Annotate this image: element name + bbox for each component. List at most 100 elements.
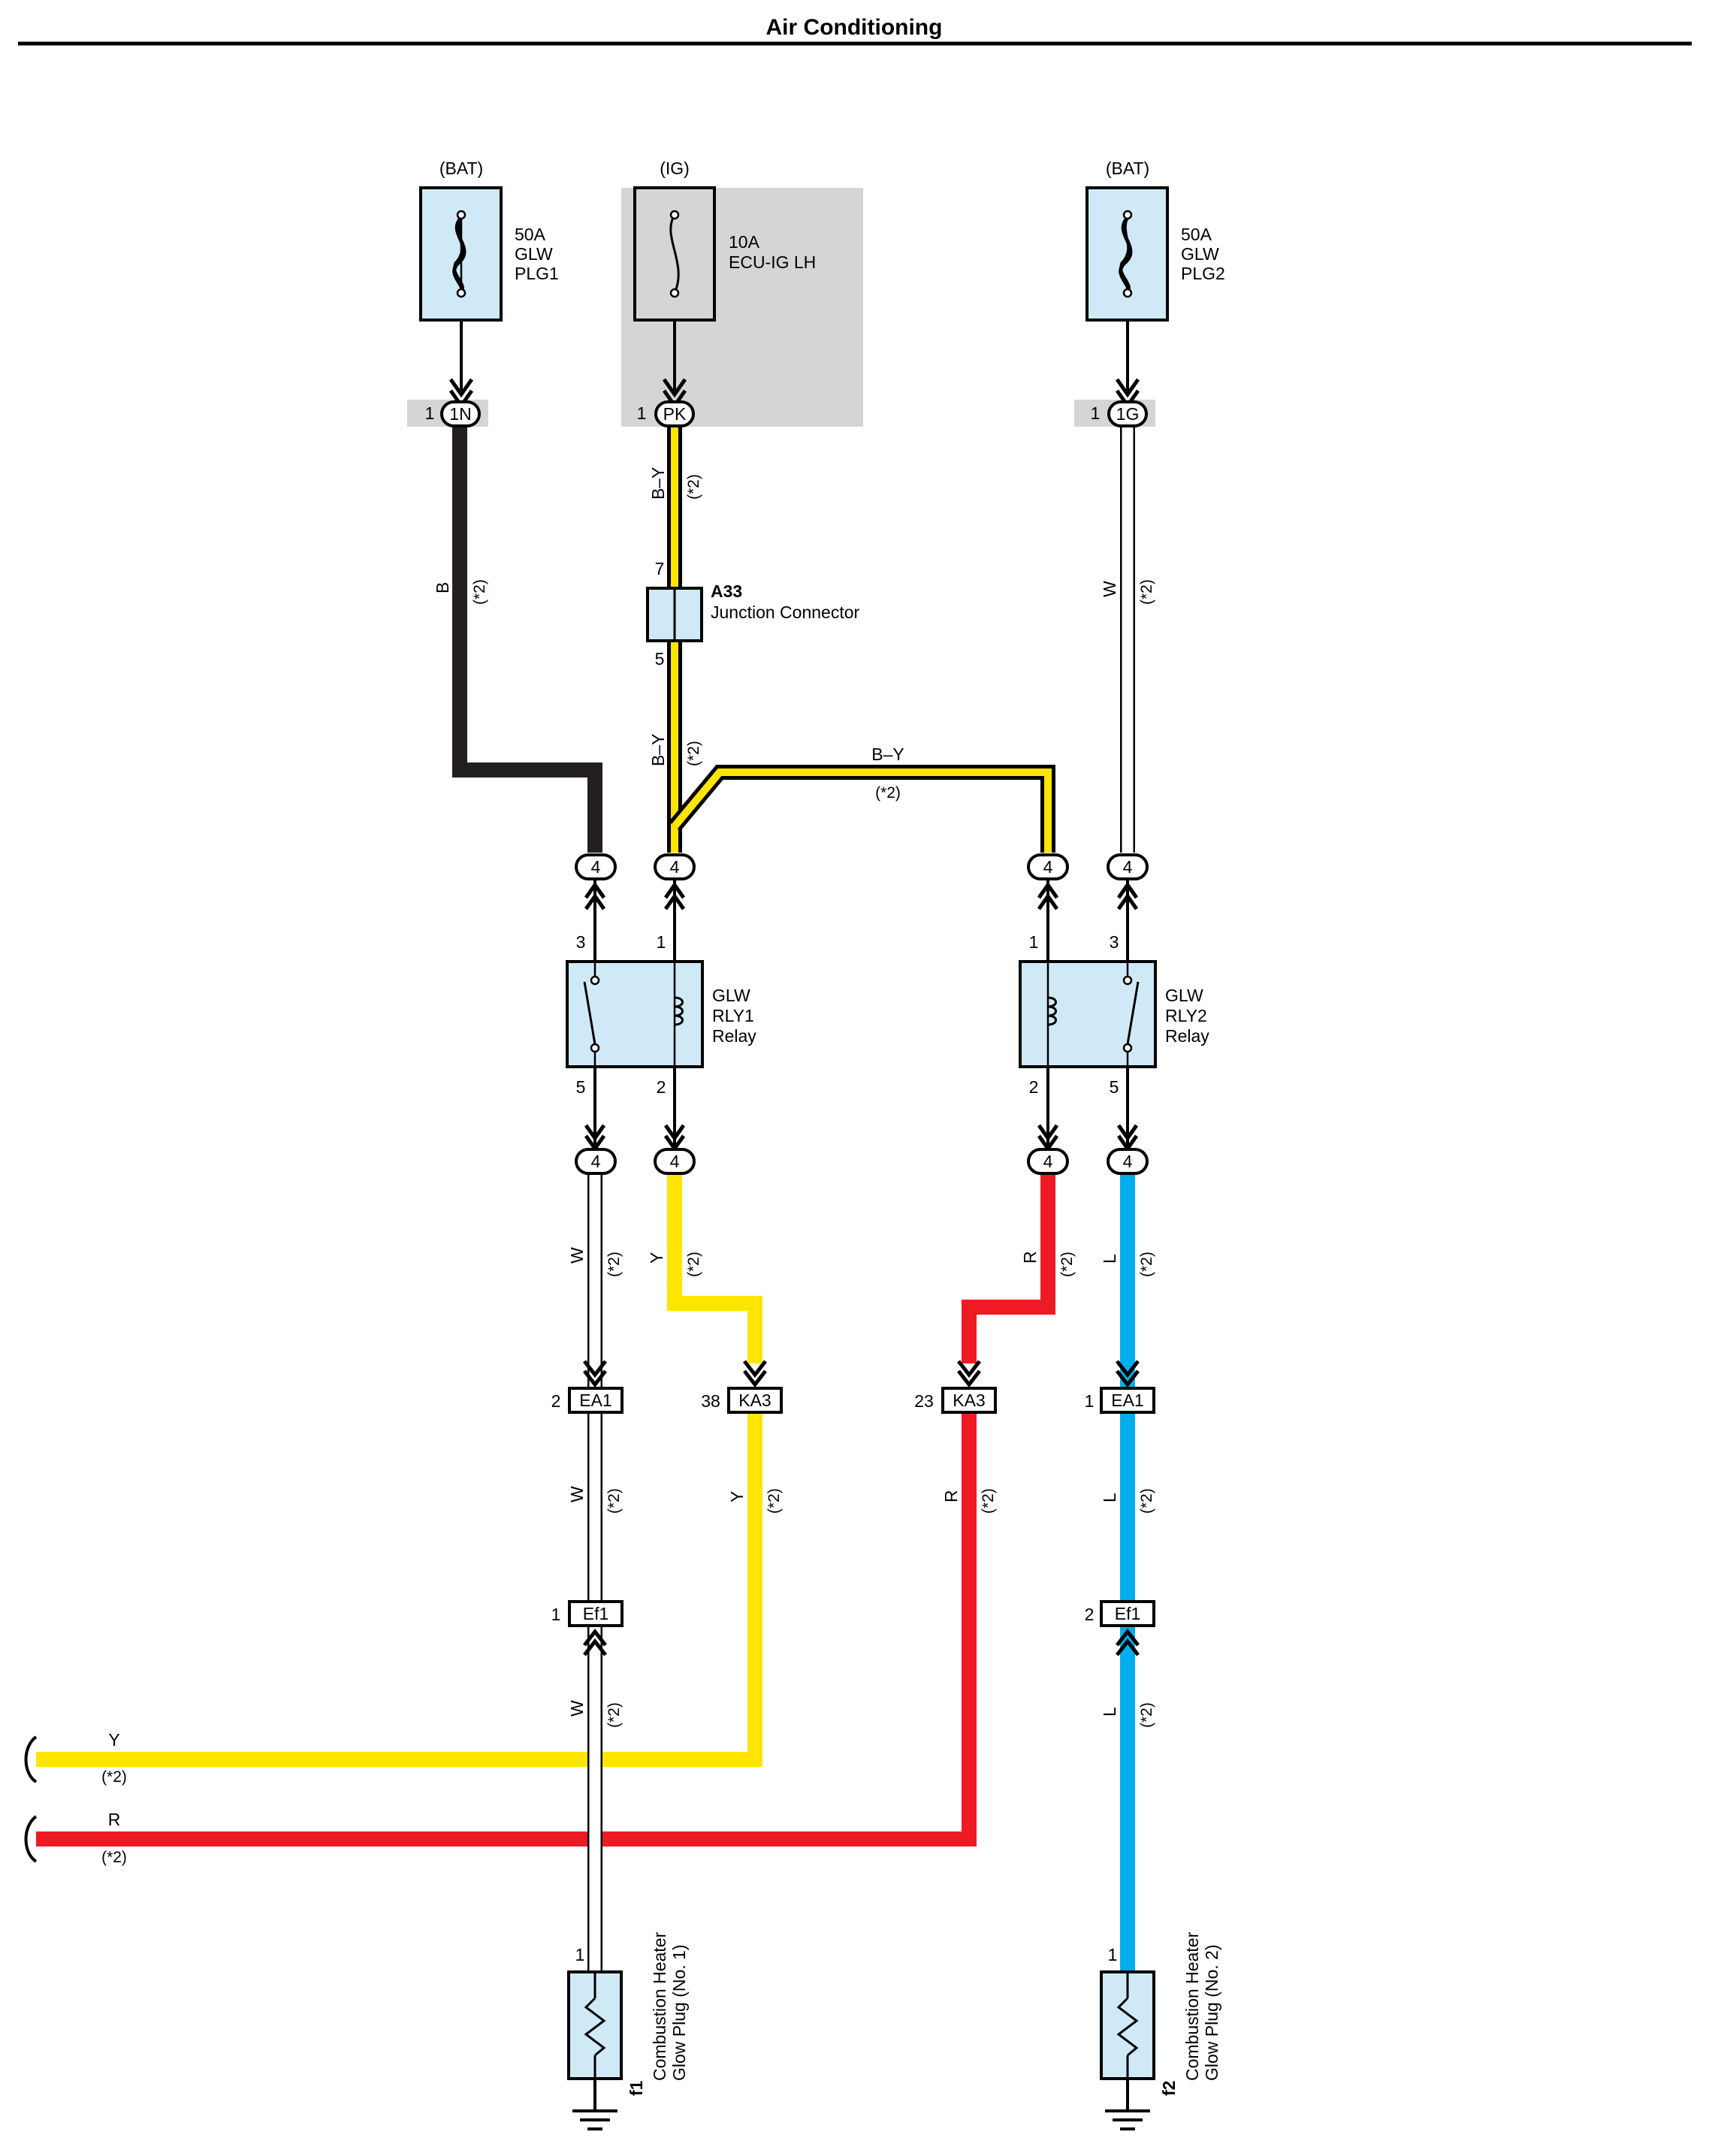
svg-text:1: 1	[657, 932, 666, 952]
svg-text:(*2): (*2)	[605, 1252, 623, 1277]
note-y-left: (*2)	[101, 1768, 127, 1786]
svg-text:PK: PK	[663, 404, 687, 424]
fuse-plg1-line3: PLG1	[515, 264, 559, 283]
svg-text:EA1: EA1	[579, 1391, 611, 1410]
fuse-plg1-line2: GLW	[515, 244, 553, 264]
label-y-left: Y	[108, 1730, 119, 1750]
wire-break-y	[24, 1735, 38, 1783]
svg-text:1: 1	[1029, 932, 1039, 952]
label-w-top: W	[1100, 581, 1119, 597]
relay-leads-top	[584, 879, 1139, 962]
connector-pk: 1 PK	[637, 400, 695, 427]
svg-text:4: 4	[1123, 857, 1133, 877]
label-r-left: R	[108, 1810, 121, 1829]
connectors-4-top: 4 4 4 4	[575, 853, 1149, 880]
relay-glw-rly2: 1 3 2 5 GLW RLY2 Relay	[1019, 932, 1209, 1097]
connector-4-r2a: 4	[1027, 853, 1069, 880]
svg-text:1N: 1N	[449, 404, 471, 424]
glow-plug-f1-code: f1	[627, 2080, 646, 2096]
svg-text:2: 2	[1085, 1605, 1095, 1624]
label-b: B	[433, 582, 452, 593]
note-r-left: (*2)	[101, 1849, 127, 1866]
svg-text:1: 1	[425, 403, 435, 423]
svg-text:L: L	[1100, 1707, 1119, 1717]
svg-text:4: 4	[1123, 1152, 1133, 1171]
connector-4-r2b: 4	[1107, 853, 1149, 880]
relay1-line2: RLY1	[712, 1006, 754, 1025]
svg-text:Ef1: Ef1	[583, 1604, 609, 1623]
svg-text:23: 23	[914, 1391, 934, 1411]
svg-text:W: W	[567, 1247, 587, 1264]
note-by-branch: (*2)	[875, 784, 901, 802]
fuse-plg2: (BAT) 50A GLW PLG2	[1085, 159, 1225, 409]
connector-ka3-pin23: 23 KA3	[914, 1387, 997, 1414]
glow-plug-f2-line2: Glow Plug (No. 2)	[1202, 1944, 1221, 2081]
svg-text:2: 2	[1029, 1077, 1039, 1097]
glow-plug-f2: 1 f2 Combustion Heater Glow Plug (No. 2)	[1100, 1932, 1221, 2130]
relay-glw-rly1: 3 1 5 2 GLW RLY1 Relay	[566, 932, 756, 1097]
fuse-plg2-rating: 50A	[1181, 225, 1212, 244]
svg-text:(*2): (*2)	[685, 1252, 702, 1277]
connector-4-r2d: 4	[1107, 1148, 1149, 1175]
svg-text:Y: Y	[647, 1252, 666, 1264]
svg-text:7: 7	[655, 559, 665, 578]
connector-ka3-pin38: 38 KA3	[701, 1387, 783, 1414]
svg-text:3: 3	[1110, 932, 1119, 952]
svg-text:4: 4	[591, 857, 601, 877]
fuse-plg1-source: (BAT)	[439, 159, 483, 178]
note-by-2: (*2)	[685, 741, 702, 766]
connector-4-r1b: 4	[654, 853, 696, 880]
connectors-4-bottom: 4 4 4 4	[575, 1148, 1149, 1175]
fuse-ecu-source: (IG)	[660, 159, 690, 178]
svg-text:1: 1	[551, 1605, 561, 1624]
connector-4-r2c: 4	[1027, 1148, 1069, 1175]
relay2-line1: GLW	[1165, 986, 1203, 1005]
svg-text:3: 3	[576, 932, 586, 952]
connector-1g: 1 1G	[1091, 400, 1148, 427]
connector-ea1-pin2: 2 EA1	[551, 1387, 624, 1414]
wire-b-y	[667, 427, 1055, 853]
svg-text:5: 5	[1110, 1077, 1119, 1097]
svg-text:EA1: EA1	[1111, 1391, 1143, 1410]
svg-text:KA3: KA3	[738, 1391, 771, 1410]
wires	[36, 427, 1135, 1972]
svg-text:W: W	[567, 1700, 587, 1717]
connector-ef1-pin2: 2 Ef1	[1085, 1600, 1155, 1656]
glow-plug-f2-code: f2	[1159, 2081, 1179, 2096]
relay1-line3: Relay	[712, 1026, 756, 1046]
svg-text:L: L	[1100, 1493, 1119, 1502]
relay1-line1: GLW	[712, 986, 750, 1005]
fuse-plg2-source: (BAT)	[1106, 159, 1149, 178]
svg-text:1: 1	[1085, 1391, 1095, 1411]
label-by-branch: B–Y	[871, 744, 904, 764]
relay-leads-bottom	[584, 1067, 1139, 1152]
junction-a33: 7 5 A33 Junction Connector	[646, 559, 860, 669]
svg-text:Y: Y	[727, 1491, 747, 1502]
fuse-ecu-name: ECU-IG LH	[729, 252, 816, 272]
svg-text:(*2): (*2)	[1138, 1252, 1155, 1277]
svg-text:1: 1	[575, 1945, 585, 1964]
svg-text:2: 2	[657, 1077, 666, 1097]
svg-text:W: W	[567, 1486, 587, 1502]
svg-text:R: R	[941, 1490, 961, 1502]
svg-text:(*2): (*2)	[605, 1488, 623, 1514]
fuse-plg2-line2: GLW	[1181, 244, 1219, 264]
svg-text:2: 2	[551, 1391, 561, 1411]
svg-text:4: 4	[591, 1152, 601, 1171]
wire-b	[452, 427, 602, 853]
page-title: Air Conditioning	[766, 15, 943, 40]
wire-break-r	[24, 1815, 38, 1863]
svg-text:Ef1: Ef1	[1115, 1604, 1141, 1623]
glow-plug-f1-line2: Glow Plug (No. 1)	[669, 1944, 689, 2081]
wire-y	[36, 1168, 762, 1767]
svg-text:1G: 1G	[1116, 404, 1140, 424]
svg-text:4: 4	[1043, 857, 1053, 877]
fuse-ecu-ig-lh: (IG) 10A ECU-IG LH	[633, 159, 816, 409]
connector-1n: 1 1N	[425, 400, 481, 427]
connector-ef1-pin1: 1 Ef1	[551, 1600, 624, 1656]
label-by-2: B–Y	[648, 734, 668, 766]
glow-plug-f1-line1: Combustion Heater	[650, 1932, 669, 2081]
svg-text:38: 38	[701, 1391, 720, 1411]
svg-text:(*2): (*2)	[605, 1702, 623, 1728]
svg-text:1: 1	[637, 403, 647, 423]
